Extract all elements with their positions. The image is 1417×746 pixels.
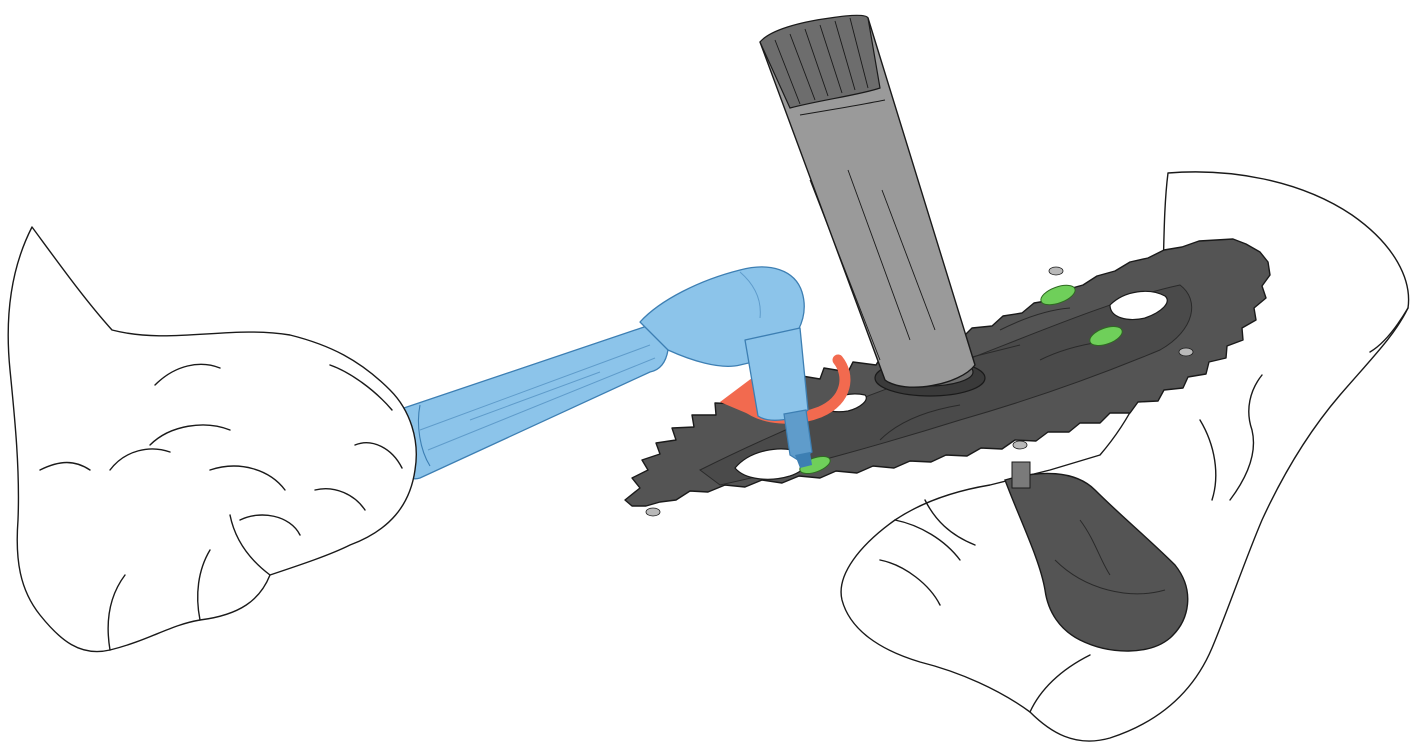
- left-hand-icon: [8, 227, 416, 652]
